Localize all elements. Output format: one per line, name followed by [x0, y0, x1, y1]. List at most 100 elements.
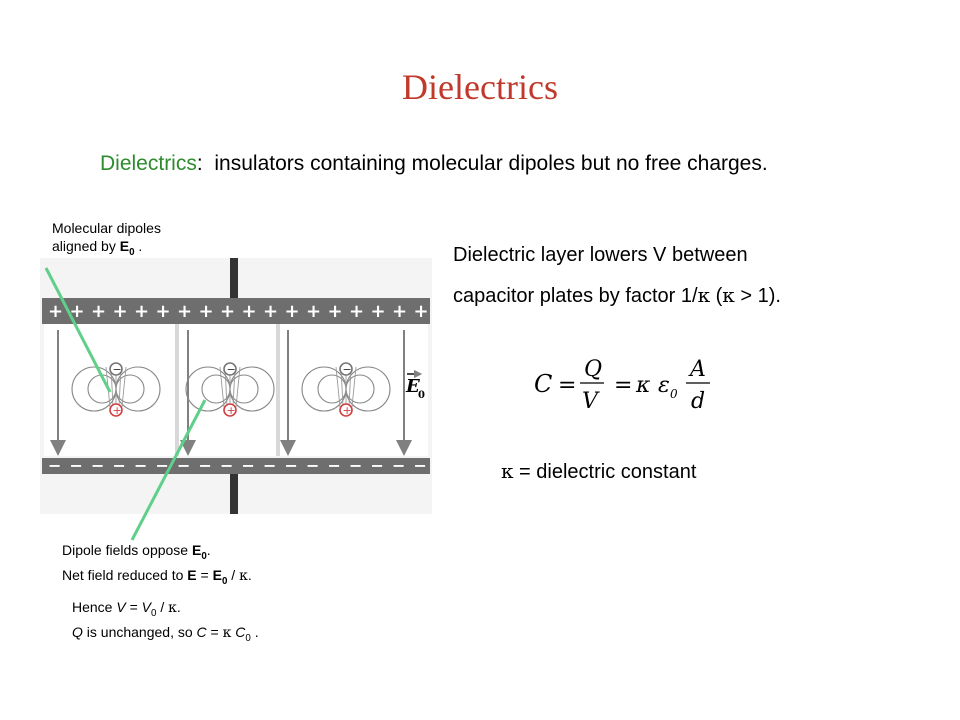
plate-plus-sign: + [328, 301, 343, 322]
net-E0: E [212, 566, 222, 583]
cell-divider [175, 324, 179, 456]
hence-prefix: Hence [72, 599, 117, 615]
formula-eps: ε [658, 373, 670, 398]
hence-eq2: = [206, 623, 223, 640]
plate-plus-sign: + [156, 301, 171, 322]
hence-C0: C [231, 623, 246, 640]
plate-minus-sign: − [177, 456, 190, 475]
formula-kappa: κ [635, 373, 651, 398]
plate-plus-sign: + [414, 301, 429, 322]
plate-plus-sign: + [220, 301, 235, 322]
plate-plus-sign: + [48, 301, 63, 322]
dipole-field-line [235, 366, 241, 408]
molecular-dipole: −+ [185, 362, 275, 417]
formula-eq2: = [614, 373, 632, 398]
negative-charge-sign: − [227, 363, 236, 376]
positive-charge-sign: + [343, 404, 352, 417]
hence-C: C [196, 623, 207, 640]
formula-A: A [688, 357, 706, 382]
plate-minus-sign: − [48, 456, 61, 475]
formula-Q: Q [584, 357, 602, 382]
net-eq: = [196, 566, 213, 583]
positive-charge [109, 403, 123, 417]
hence-end: . [176, 599, 181, 615]
plate-plus-sign: + [177, 301, 192, 322]
plate-plus-sign: + [285, 301, 300, 322]
aligned-note-suffix: . [134, 238, 143, 254]
plate-plus-signs: ++++++++++++++++++ [48, 301, 429, 322]
hence-kappa: κ [168, 600, 177, 616]
hence-kappa2: κ [222, 624, 232, 641]
oppose-E: E [191, 542, 202, 558]
net-E: E [187, 566, 197, 583]
capacitance-formula: C = Q V = κ ε 0 A d [534, 357, 710, 414]
plate-plus-sign: + [371, 301, 386, 322]
plate-minus-sign: − [220, 456, 233, 475]
negative-charge-sign: − [343, 363, 352, 376]
kappa-definition: κ = dielectric constant [501, 459, 696, 484]
plate-plus-sign: + [113, 301, 128, 322]
page-title: Dielectrics [402, 67, 558, 107]
aligned-note-sub: 0 [129, 246, 135, 258]
negative-charge [223, 362, 237, 376]
formula-d: d [691, 389, 705, 414]
cell-divider [276, 324, 280, 456]
hence-V: V [116, 599, 126, 615]
plate-plus-sign: + [263, 301, 278, 322]
plate-plus-sign: + [349, 301, 364, 322]
capacitor-end: > 1). [734, 285, 781, 307]
capacitor-kappa: κ [697, 283, 711, 307]
top-wire [230, 258, 238, 298]
plate-minus-sign: − [70, 456, 83, 475]
negative-charge-sign: − [113, 363, 122, 376]
pointer-oppose [130, 399, 207, 541]
dipoles: −+−+−+ [71, 362, 391, 417]
hence-sub: 0 [151, 607, 157, 619]
molecular-dipole: −+ [71, 362, 161, 417]
dipole-field-line [219, 366, 225, 408]
plate-minus-sign: − [199, 456, 212, 475]
oppose-note: Dipole fields oppose E0. Net field reduc… [62, 541, 252, 591]
net-kappa: κ [239, 567, 248, 584]
plate-minus-sign: − [328, 456, 341, 475]
capacitor-explanation: Dielectric layer lowers V between capaci… [453, 235, 781, 316]
negative-plate [42, 458, 430, 474]
capacitor-line2-prefix: capacitor plates by factor 1/ [453, 285, 698, 307]
formula-V: V [582, 389, 600, 414]
positive-charge [339, 403, 353, 417]
plate-minus-sign: − [242, 456, 255, 475]
hence-note: Hence V = V0 / κ. Q is unchanged, so C =… [72, 598, 259, 648]
kappa-definition-text: = dielectric constant [513, 461, 697, 483]
net-prefix: Net field reduced to [62, 566, 188, 583]
capacitor-line2: capacitor plates by factor 1/κ (κ > 1). [453, 275, 781, 316]
plate-plus-sign: + [306, 301, 321, 322]
aligned-note-line1: Molecular dipoles [52, 220, 161, 236]
dipole-field-line [121, 366, 127, 408]
negative-charge [339, 362, 353, 376]
oppose-prefix: Dipole fields oppose [62, 542, 192, 558]
formula-eps-sub: 0 [670, 387, 678, 401]
aligned-note: Molecular dipoles aligned by E0 . [52, 219, 161, 262]
hence-end2: . [250, 623, 259, 640]
definition-colon: : [196, 152, 203, 175]
plate-minus-sign: − [306, 456, 319, 475]
positive-charge [223, 403, 237, 417]
hence-div: / [156, 599, 169, 615]
capacitor-figure: ++++++++++++++++++ −−−−−−−−−−−−−−−−−− −+… [40, 258, 432, 514]
formula-eq1: = [558, 373, 576, 398]
plate-minus-sign: − [371, 456, 384, 475]
hence-mid: is unchanged, so [82, 623, 197, 640]
plate-plus-sign: + [91, 301, 106, 322]
dipole-field-line [335, 366, 341, 408]
hence-Q: Q [72, 623, 83, 640]
plate-plus-sign: + [242, 301, 257, 322]
capacitor-mid: ( [710, 285, 723, 307]
plate-plus-sign: + [392, 301, 407, 322]
definition-term: Dielectrics [100, 152, 197, 175]
field-arrows [50, 330, 412, 456]
net-div: / [227, 566, 240, 583]
plate-minus-signs: −−−−−−−−−−−−−−−−−− [48, 456, 427, 475]
positive-plate [42, 298, 430, 324]
definition-line: Dielectrics: insulators containing molec… [100, 152, 768, 176]
plate-minus-sign: − [392, 456, 405, 475]
